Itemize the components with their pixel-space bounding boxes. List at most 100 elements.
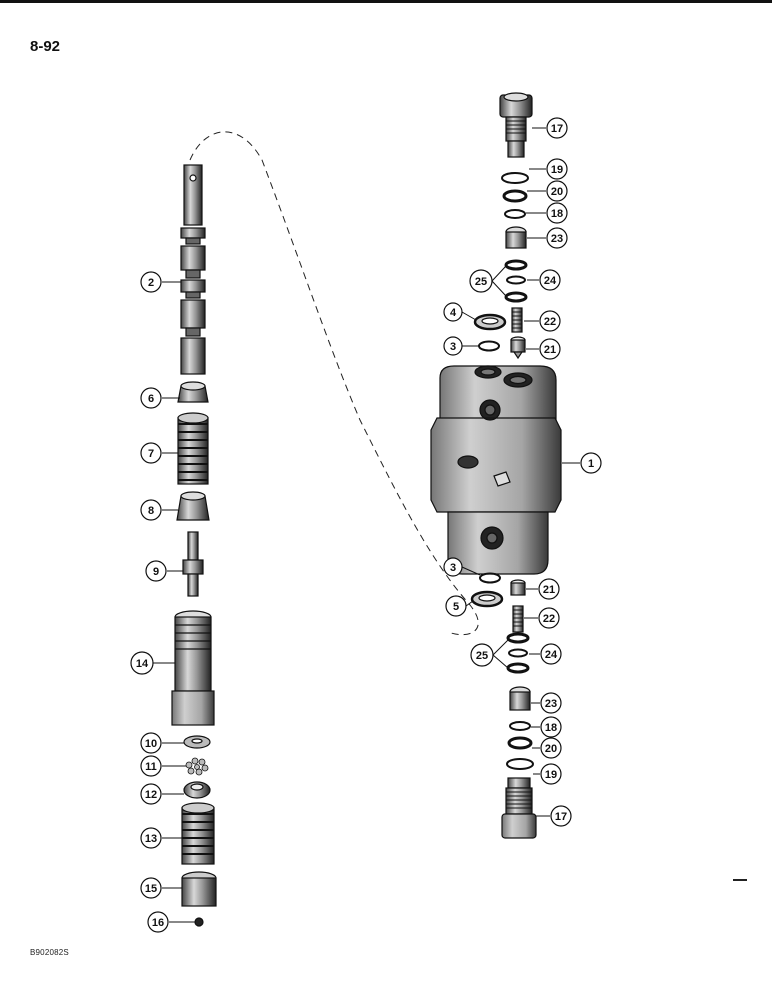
header-rule — [0, 0, 772, 3]
callout-19-top: 19 — [546, 158, 568, 180]
figure-id: B902082S — [30, 948, 69, 957]
poppet-top-part — [505, 226, 527, 249]
callout-22-top: 22 — [539, 310, 561, 332]
o-ring-19-top — [501, 172, 529, 184]
callout-5-label: 5 — [453, 601, 459, 613]
callout-5: 5 — [445, 595, 467, 617]
callout-14-label: 14 — [136, 658, 149, 670]
spring-part — [177, 412, 209, 485]
callout-20-bottom-label: 20 — [545, 743, 557, 755]
check-21-top — [510, 336, 526, 360]
ring-18-top — [504, 209, 526, 219]
ring-25-top-a — [504, 259, 528, 271]
callout-10: 10 — [140, 732, 162, 754]
callout-23-top: 23 — [546, 227, 568, 249]
ball-part — [194, 917, 204, 927]
callout-15: 15 — [140, 877, 162, 899]
plug-bottom-part — [501, 777, 537, 839]
callout-4: 4 — [443, 302, 463, 322]
callout-25-bottom-label: 25 — [476, 650, 488, 662]
callout-20-bottom: 20 — [540, 737, 562, 759]
callout-21-bottom-label: 21 — [543, 584, 555, 596]
callout-3-top-label: 3 — [450, 341, 456, 353]
callout-13: 13 — [140, 827, 162, 849]
spring-part-2 — [181, 802, 215, 865]
callout-8-label: 8 — [148, 505, 154, 517]
callout-20-top: 20 — [546, 180, 568, 202]
cap-part — [171, 610, 215, 726]
callout-4-label: 4 — [450, 307, 457, 319]
callout-24-top-label: 24 — [544, 275, 557, 287]
callout-18-top: 18 — [546, 202, 568, 224]
o-ring-3-top — [478, 340, 500, 352]
spool-part — [180, 164, 206, 375]
callout-9: 9 — [145, 560, 167, 582]
callout-18-top-label: 18 — [551, 208, 563, 220]
ring-25-bottom-a — [506, 632, 530, 644]
callout-1-label: 1 — [588, 458, 594, 470]
callout-3-bottom: 3 — [443, 557, 463, 577]
callout-25-top-label: 25 — [475, 276, 487, 288]
callout-23-bottom-label: 23 — [545, 698, 557, 710]
callout-1: 1 — [580, 452, 602, 474]
poppet-bottom-part — [509, 686, 531, 711]
valve-body-part — [430, 365, 562, 575]
callout-20-top-label: 20 — [551, 186, 563, 198]
callout-22-top-label: 22 — [544, 316, 556, 328]
callout-18-bottom-label: 18 — [545, 722, 557, 734]
callout-25-bottom: 25 — [470, 643, 494, 667]
callout-17-top-label: 17 — [551, 123, 563, 135]
ring-25-top-b — [504, 291, 528, 303]
plug-top-part — [499, 92, 533, 158]
callout-22-bottom: 22 — [538, 607, 560, 629]
callout-9-label: 9 — [153, 566, 159, 578]
callout-21-top-label: 21 — [544, 344, 556, 356]
callout-7-label: 7 — [148, 448, 154, 460]
callout-2-label: 2 — [148, 277, 154, 289]
check-21-bottom — [510, 579, 526, 596]
ring-20-top — [502, 189, 528, 203]
o-ring-3-bottom — [479, 572, 501, 584]
callout-12-label: 12 — [145, 789, 157, 801]
callout-22-bottom-label: 22 — [543, 613, 555, 625]
callout-11-label: 11 — [145, 761, 157, 773]
ring-25-bottom-b — [506, 662, 530, 674]
plug-part — [181, 877, 217, 907]
callout-7: 7 — [140, 442, 162, 464]
spring-22-top — [511, 307, 523, 333]
callout-23-top-label: 23 — [551, 233, 563, 245]
spring-22-bottom — [512, 605, 524, 633]
callout-24-bottom-label: 24 — [545, 649, 558, 661]
balls-part — [185, 757, 209, 776]
callout-23-bottom: 23 — [540, 692, 562, 714]
spool-assembly — [171, 164, 217, 927]
valve-body-assembly — [430, 92, 562, 839]
callout-19-top-label: 19 — [551, 164, 563, 176]
page-number: 8-92 — [30, 38, 61, 55]
callout-17-bottom: 17 — [550, 805, 572, 827]
ring-24-bottom — [508, 648, 528, 658]
callout-13-label: 13 — [145, 833, 157, 845]
bolt-part — [182, 531, 204, 597]
callout-16: 16 — [147, 911, 169, 933]
callout-3-bottom-label: 3 — [450, 562, 456, 574]
callout-8: 8 — [140, 499, 162, 521]
callout-25-top: 25 — [469, 269, 493, 293]
callout-24-bottom: 24 — [540, 643, 562, 665]
callout-2: 2 — [140, 271, 162, 293]
callout-15-label: 15 — [145, 883, 157, 895]
callout-17-top: 17 — [546, 117, 568, 139]
callout-11: 11 — [140, 755, 162, 777]
ring-18-bottom — [509, 721, 531, 731]
callout-14: 14 — [130, 651, 154, 675]
callout-6-label: 6 — [148, 393, 154, 405]
callout-3-top: 3 — [443, 336, 463, 356]
assembly-path-line — [189, 131, 479, 636]
callout-18-bottom: 18 — [540, 716, 562, 738]
callout-24-top: 24 — [539, 269, 561, 291]
leader-lines — [153, 127, 580, 923]
callout-19-bottom-label: 19 — [545, 769, 557, 781]
callout-21-top: 21 — [539, 338, 561, 360]
